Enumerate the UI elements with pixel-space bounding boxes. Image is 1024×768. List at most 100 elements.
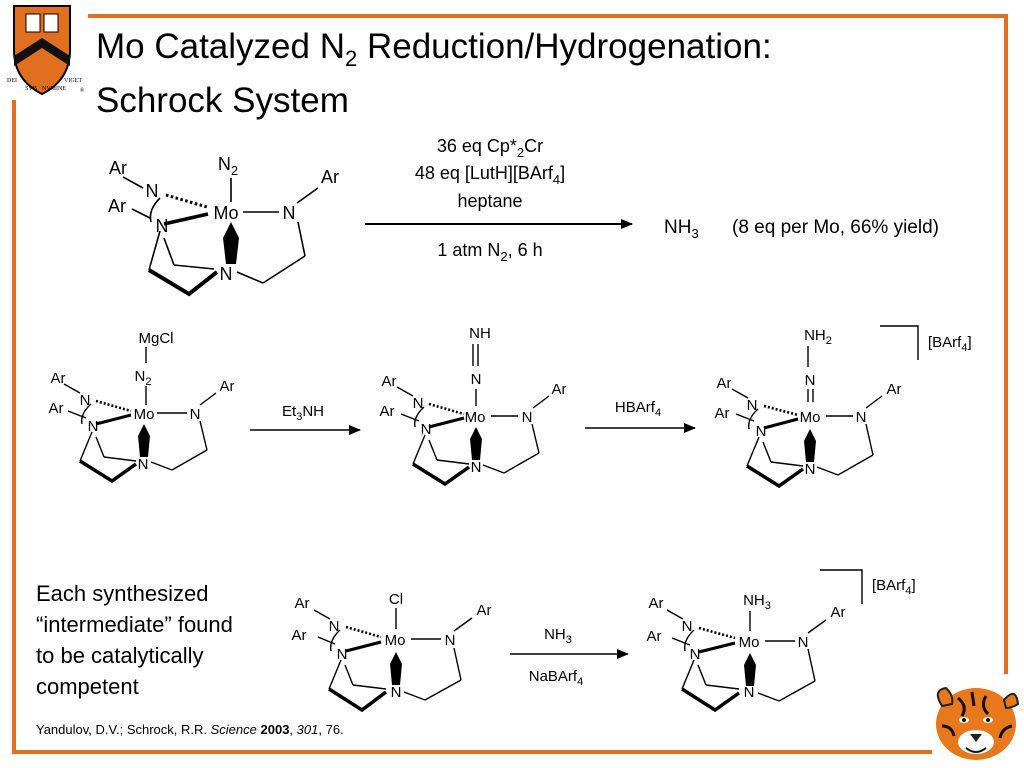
citation: Yandulov, D.V.; Schrock, R.R. Science 20… — [36, 722, 344, 737]
title-line-1: Mo Catalyzed N2 Reduction/Hydrogenation: — [96, 26, 772, 80]
citation-year: 2003 — [260, 722, 290, 737]
frame-left-bar — [12, 90, 16, 754]
dinitrogen-ligand: N2 — [218, 154, 238, 178]
step-et3nh: Et3NH — [250, 403, 361, 435]
dinitrogen-ligand: N2 — [135, 368, 152, 388]
aryl-label: Ar — [717, 375, 732, 392]
aryl-label: Ar — [321, 167, 339, 187]
reagent-et3nh: Et3NH — [282, 403, 324, 423]
princeton-shield-logo: DEI SVB NVMINE VIGET ® — [0, 0, 88, 100]
note-line: competent — [36, 674, 139, 699]
mgcl-label: MgCl — [138, 330, 173, 347]
aryl-label: Ar — [51, 370, 66, 387]
main-reaction: 36 eq Cp*2Cr 48 eq [LutH][BArf4] heptane… — [365, 136, 939, 264]
metal-mo: Mo — [134, 406, 155, 423]
apical-n: N — [220, 264, 233, 284]
apical-n: N — [391, 684, 402, 701]
step-nh3-nabarf4: NH3 NaBArf4 — [510, 626, 629, 688]
complex-mo-nnh2-cation: NH2 N N Mo N N N Ar Ar Ar [BArf4] — [715, 325, 972, 489]
apical-n: N — [138, 456, 149, 473]
aryl-label: Ar — [715, 405, 730, 422]
slide-title: Mo Catalyzed N2 Reduction/Hydrogenation:… — [96, 26, 772, 122]
apical-n: N — [471, 459, 482, 476]
aryl-label: Ar — [649, 595, 664, 612]
reaction-conditions: 1 atm N2, 6 h — [437, 240, 542, 264]
aryl-label: Ar — [292, 627, 307, 644]
nh2-ligand: NH2 — [804, 327, 832, 347]
seal-word-3: NVMINE — [42, 86, 66, 92]
ligand-n: N — [190, 406, 201, 423]
title-text: Mo Catalyzed N — [96, 27, 345, 66]
counterion-barf4: [BArf4] — [872, 577, 916, 597]
complex-mo-nnh: NH N N Mo N N N Ar Ar Ar — [380, 325, 567, 487]
apical-n: N — [744, 684, 755, 701]
ligand-n: N — [283, 203, 296, 223]
note-line: to be catalytically — [36, 643, 204, 668]
ligand-n: N — [421, 421, 432, 438]
ligand-n: N — [756, 423, 767, 440]
reagent-hbarf4: HBArf4 — [615, 399, 661, 419]
step-hbarf4: HBArf4 — [585, 399, 696, 433]
product-ammonia: NH3 — [664, 217, 699, 241]
aryl-label: Ar — [380, 403, 395, 420]
frame-bottom-bar — [12, 750, 932, 754]
ligand-n: N — [690, 646, 701, 663]
complex-mo-nh3-cation: NH3 N Mo N N N Ar Ar Ar [BArf4] — [647, 569, 916, 713]
reagent-nabarf4: NaBArf4 — [529, 668, 583, 688]
ligand-n: N — [798, 634, 809, 651]
catalytic-competence-note: Each synthesized “intermediate” found to… — [36, 578, 286, 702]
ligand-n: N — [156, 216, 169, 236]
aryl-label: Ar — [552, 381, 567, 398]
ammine-ligand: NH3 — [743, 592, 771, 612]
seal-word-4: VIGET — [64, 78, 82, 84]
citation-pages: , 76. — [318, 722, 344, 737]
aryl-label: Ar — [382, 373, 397, 390]
aryl-label: Ar — [109, 158, 127, 178]
ligand-n: N — [337, 646, 348, 663]
title-line-2: Schrock System — [96, 81, 349, 120]
ligand-n: N — [522, 409, 533, 426]
title-subscript: 2 — [344, 46, 358, 71]
ligand-n: N — [747, 397, 758, 414]
counterion-barf4: [BArf4] — [928, 334, 972, 354]
ligand-n: N — [856, 409, 867, 426]
ligand-n: N — [413, 395, 424, 412]
metal-mo: Mo — [800, 409, 821, 426]
aryl-label: Ar — [295, 595, 310, 612]
aryl-label: Ar — [887, 381, 902, 398]
aryl-label: Ar — [647, 628, 662, 645]
ligand-n: N — [329, 618, 340, 635]
citation-separator: , — [289, 722, 297, 737]
tiger-mascot-icon — [936, 686, 1020, 760]
frame-top-bar — [12, 14, 1008, 18]
aryl-label: Ar — [477, 602, 492, 619]
aryl-label: Ar — [220, 378, 235, 395]
citation-authors: Yandulov, D.V.; Schrock, R.R. — [36, 722, 211, 737]
seal-word-2: SVB — [25, 86, 37, 92]
chloride-ligand: Cl — [389, 591, 403, 608]
complex-mo-cl: Cl N Mo N N N Ar Ar Ar — [292, 591, 492, 713]
note-line: “intermediate” found — [36, 612, 233, 637]
reagent-cp-cr: 36 eq Cp*2Cr — [437, 136, 543, 160]
complex-mo-n2-mgcl: MgCl N2 N Mo N N N Ar Ar Ar — [49, 330, 235, 484]
hydrazido-n: N — [805, 372, 816, 389]
ligand-n: N — [88, 418, 99, 435]
imido-n: N — [471, 371, 482, 388]
frame-right-bar — [1004, 14, 1008, 674]
aryl-label: Ar — [831, 604, 846, 621]
seal-word-1: DEI — [7, 78, 17, 84]
ligand-n: N — [445, 632, 456, 649]
metal-mo: Mo — [213, 203, 238, 223]
ligand-n: N — [682, 618, 693, 635]
ligand-n: N — [80, 392, 91, 409]
metal-mo: Mo — [739, 634, 760, 651]
reagent-nh3: NH3 — [544, 626, 572, 646]
ligand-n: N — [146, 181, 159, 201]
title-text-end: Reduction/Hydrogenation: — [357, 27, 772, 66]
note-line: Each synthesized — [36, 581, 209, 606]
yield-note: (8 eq per Mo, 66% yield) — [732, 217, 939, 238]
metal-mo: Mo — [385, 632, 406, 649]
reagent-luth-barf: 48 eq [LutH][BArf4] — [415, 163, 565, 187]
seal-registered-mark: ® — [80, 87, 85, 94]
